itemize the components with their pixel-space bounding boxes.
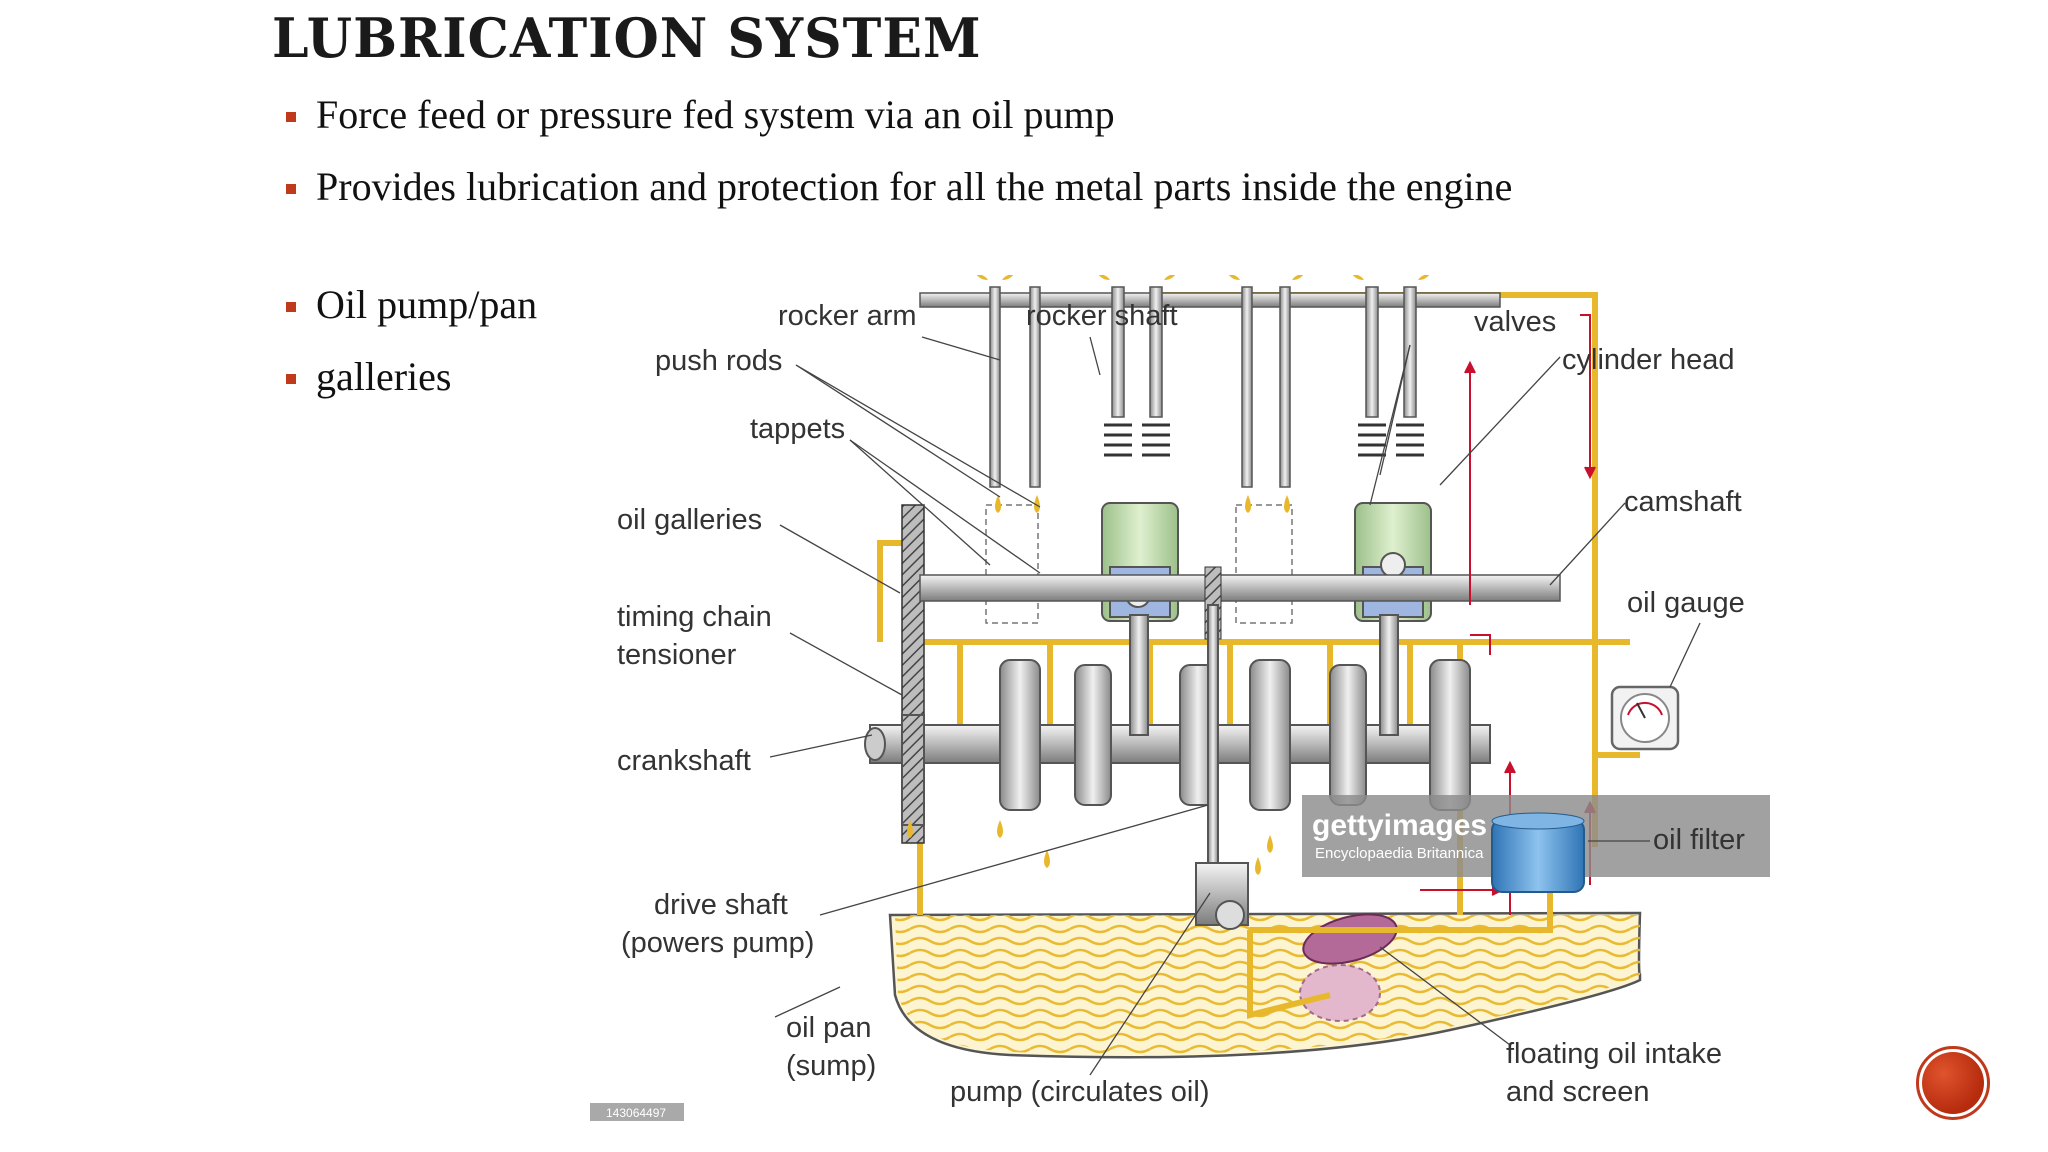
image-id-tag xyxy=(590,1103,684,1121)
bullet-text: galleries xyxy=(316,354,452,399)
label-camshaft: camshaft xyxy=(1624,486,1742,518)
bullet-item: Provides lubrication and protection for … xyxy=(286,164,1686,210)
label-crankshaft: crankshaft xyxy=(617,745,751,777)
label-rocker-shaft: rocker shaft xyxy=(1026,300,1178,332)
label-sump: (sump) xyxy=(786,1050,876,1082)
label-pump: pump (circulates oil) xyxy=(950,1076,1209,1108)
label-push-rods: push rods xyxy=(655,345,782,377)
camshaft xyxy=(919,574,1561,602)
crankshaft xyxy=(864,614,1491,826)
pistons xyxy=(1101,502,1432,622)
label-oil-galleries: oil galleries xyxy=(617,504,762,536)
label-valves: valves xyxy=(1474,306,1556,338)
bullet-text: Oil pump/pan xyxy=(316,282,538,327)
oil-filter xyxy=(1491,812,1585,893)
getty-watermark-brand: gettyimages xyxy=(1312,809,1487,842)
bullet-marker xyxy=(286,184,296,194)
lubrication-diagram: gettyimages Encyclopaedia Britannica roc… xyxy=(590,275,1770,1121)
label-tappets: tappets xyxy=(750,413,845,445)
rocker-shaft xyxy=(919,292,1501,308)
bullet-text: Provides lubrication and protection for … xyxy=(316,164,1513,209)
bullet-marker xyxy=(286,302,296,312)
valve-assembly xyxy=(985,286,1424,624)
label-powers-pump: (powers pump) xyxy=(621,927,814,959)
label-oil-pan: oil pan xyxy=(786,1012,871,1044)
bullet-item: galleries xyxy=(286,354,452,400)
next-slide-button[interactable] xyxy=(1916,1046,1990,1120)
next-slide-icon xyxy=(1922,1052,1984,1114)
slide-title: LUBRICATION SYSTEM xyxy=(272,6,982,71)
label-and-screen: and screen xyxy=(1506,1076,1650,1108)
bullet-marker xyxy=(286,112,296,122)
oil-drops xyxy=(907,275,1430,875)
getty-watermark-credit: Encyclopaedia Britannica xyxy=(1315,845,1484,862)
bullet-marker xyxy=(286,374,296,384)
oil-gauge xyxy=(1610,685,1680,751)
leader-lines xyxy=(769,336,1701,1076)
bullet-text: Force feed or pressure fed system via an… xyxy=(316,92,1115,137)
label-cylinder-head: cylinder head xyxy=(1562,344,1735,376)
label-timing-chain: timing chain xyxy=(617,601,772,633)
bullet-item: Force feed or pressure fed system via an… xyxy=(286,92,1115,138)
label-oil-filter: oil filter xyxy=(1653,824,1745,856)
image-id-text: 143064497 xyxy=(606,1106,666,1120)
label-drive-shaft: drive shaft xyxy=(654,889,788,921)
bullet-item: Oil pump/pan xyxy=(286,282,537,328)
label-tensioner: tensioner xyxy=(617,639,737,671)
oil-pan xyxy=(888,911,1642,1059)
label-floating-oil-intake: floating oil intake xyxy=(1506,1038,1722,1070)
oil-pump xyxy=(1195,604,1249,930)
label-rocker-arm: rocker arm xyxy=(778,300,917,332)
floating-oil-intake xyxy=(1299,913,1398,1022)
label-oil-gauge: oil gauge xyxy=(1627,587,1745,619)
